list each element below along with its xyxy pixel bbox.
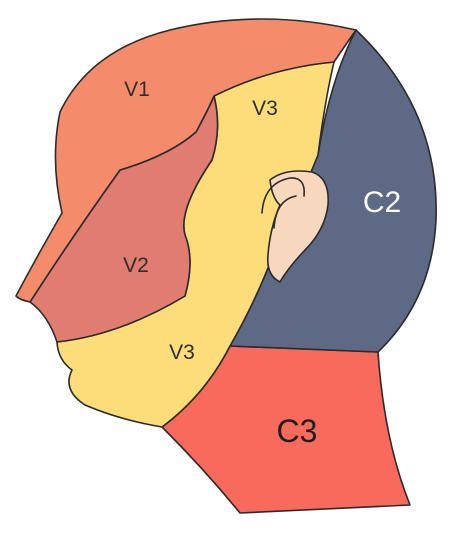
ear-helix-line [261, 177, 306, 214]
label-v3-upper: V3 [252, 97, 278, 120]
label-c2: C2 [363, 186, 401, 219]
label-v1: V1 [124, 78, 150, 101]
label-v3-lower: V3 [169, 341, 195, 364]
label-c3: C3 [277, 413, 318, 449]
label-v2: V2 [123, 254, 149, 277]
region-v1 [15, 18, 357, 303]
ear-inner-line [273, 195, 297, 229]
